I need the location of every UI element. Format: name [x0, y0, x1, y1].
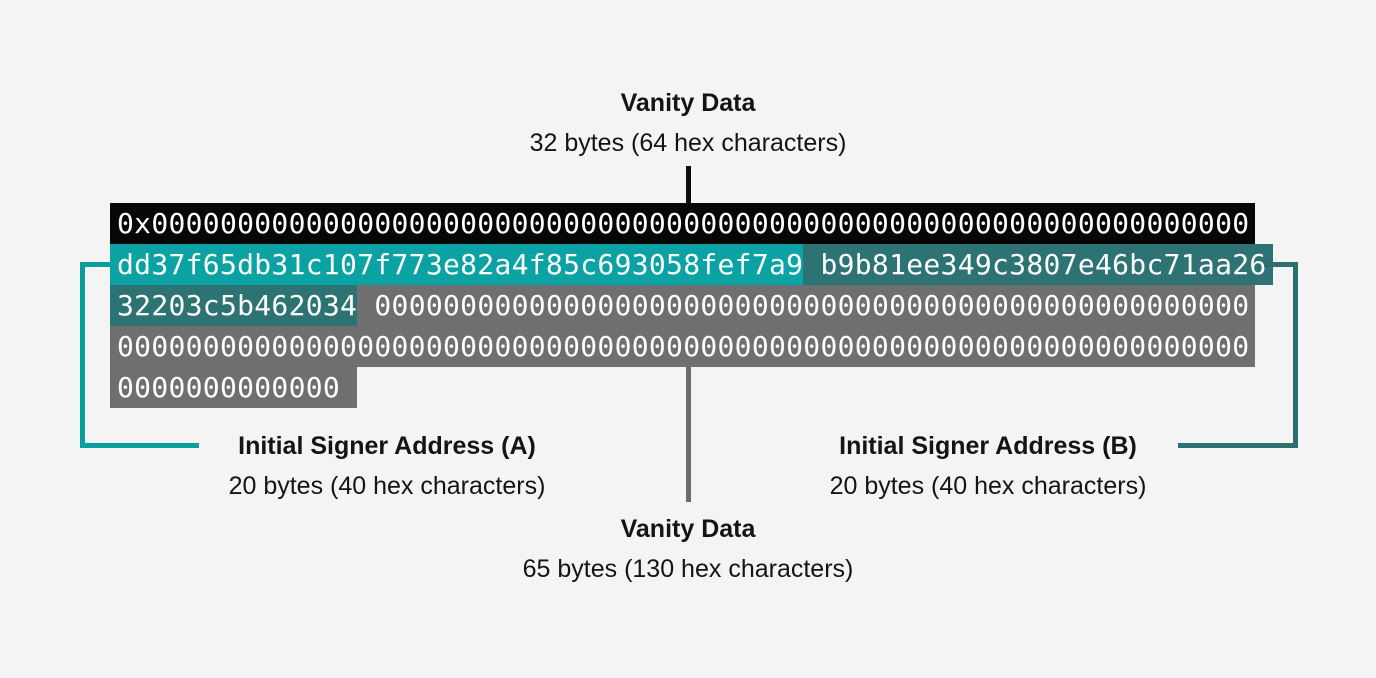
top-connector-line	[686, 166, 691, 204]
signer-a-title: Initial Signer Address (A)	[238, 432, 536, 460]
bottom-connector-line	[686, 367, 691, 502]
bracket-b-vertical	[1293, 262, 1298, 448]
hex-row-padding-full: 0000000000000000000000000000000000000000…	[110, 326, 1256, 367]
bracket-b-bottom	[1178, 443, 1298, 448]
hex-padding-zeros-1: 0000000000000000000000000000000000000000…	[357, 285, 1256, 326]
hex-vanity-32bytes-value: 0x00000000000000000000000000000000000000…	[110, 203, 1256, 244]
signer-a-label: Initial Signer Address (A) 20 bytes (40 …	[187, 426, 587, 506]
hex-padding-zeros-2: 0000000000000000000000000000000000000000…	[110, 326, 1256, 367]
hex-row-padding-tail: 0000000000000	[110, 367, 358, 408]
bracket-a-stub	[80, 262, 110, 267]
hex-row-signer-addresses: dd37f65db31c107f773e82a4f85c693058fef7a9…	[110, 244, 1273, 285]
signer-b-title: Initial Signer Address (B)	[839, 432, 1137, 460]
signer-a-subtitle: 20 bytes (40 hex characters)	[228, 472, 546, 500]
hex-row-vanity-32bytes: 0x00000000000000000000000000000000000000…	[110, 203, 1256, 244]
bottom-vanity-data-title: Vanity Data	[620, 515, 756, 543]
hex-row-signer-b-and-padding: 32203c5b462034 0000000000000000000000000…	[110, 285, 1256, 326]
hex-signer-a-value: dd37f65db31c107f773e82a4f85c693058fef7a9	[110, 244, 804, 285]
bottom-vanity-data-subtitle: 65 bytes (130 hex characters)	[522, 555, 854, 583]
signer-b-label: Initial Signer Address (B) 20 bytes (40 …	[788, 426, 1188, 506]
hex-signer-b-part2-value: 32203c5b462034	[110, 285, 358, 326]
top-vanity-data-label: Vanity Data 32 bytes (64 hex characters)	[438, 83, 938, 163]
top-vanity-data-title: Vanity Data	[620, 89, 756, 117]
bracket-b-stub	[1264, 262, 1298, 267]
hex-block: 0x00000000000000000000000000000000000000…	[110, 203, 1273, 408]
bracket-a-vertical	[80, 262, 85, 448]
top-vanity-data-subtitle: 32 bytes (64 hex characters)	[529, 129, 847, 157]
hex-padding-zeros-3: 0000000000000	[110, 367, 358, 408]
signer-b-subtitle: 20 bytes (40 hex characters)	[829, 472, 1147, 500]
hex-signer-b-part1-value: b9b81ee349c3807e46bc71aa26	[803, 244, 1273, 285]
bottom-vanity-data-label: Vanity Data 65 bytes (130 hex characters…	[488, 509, 888, 589]
bracket-a-bottom	[80, 443, 199, 448]
